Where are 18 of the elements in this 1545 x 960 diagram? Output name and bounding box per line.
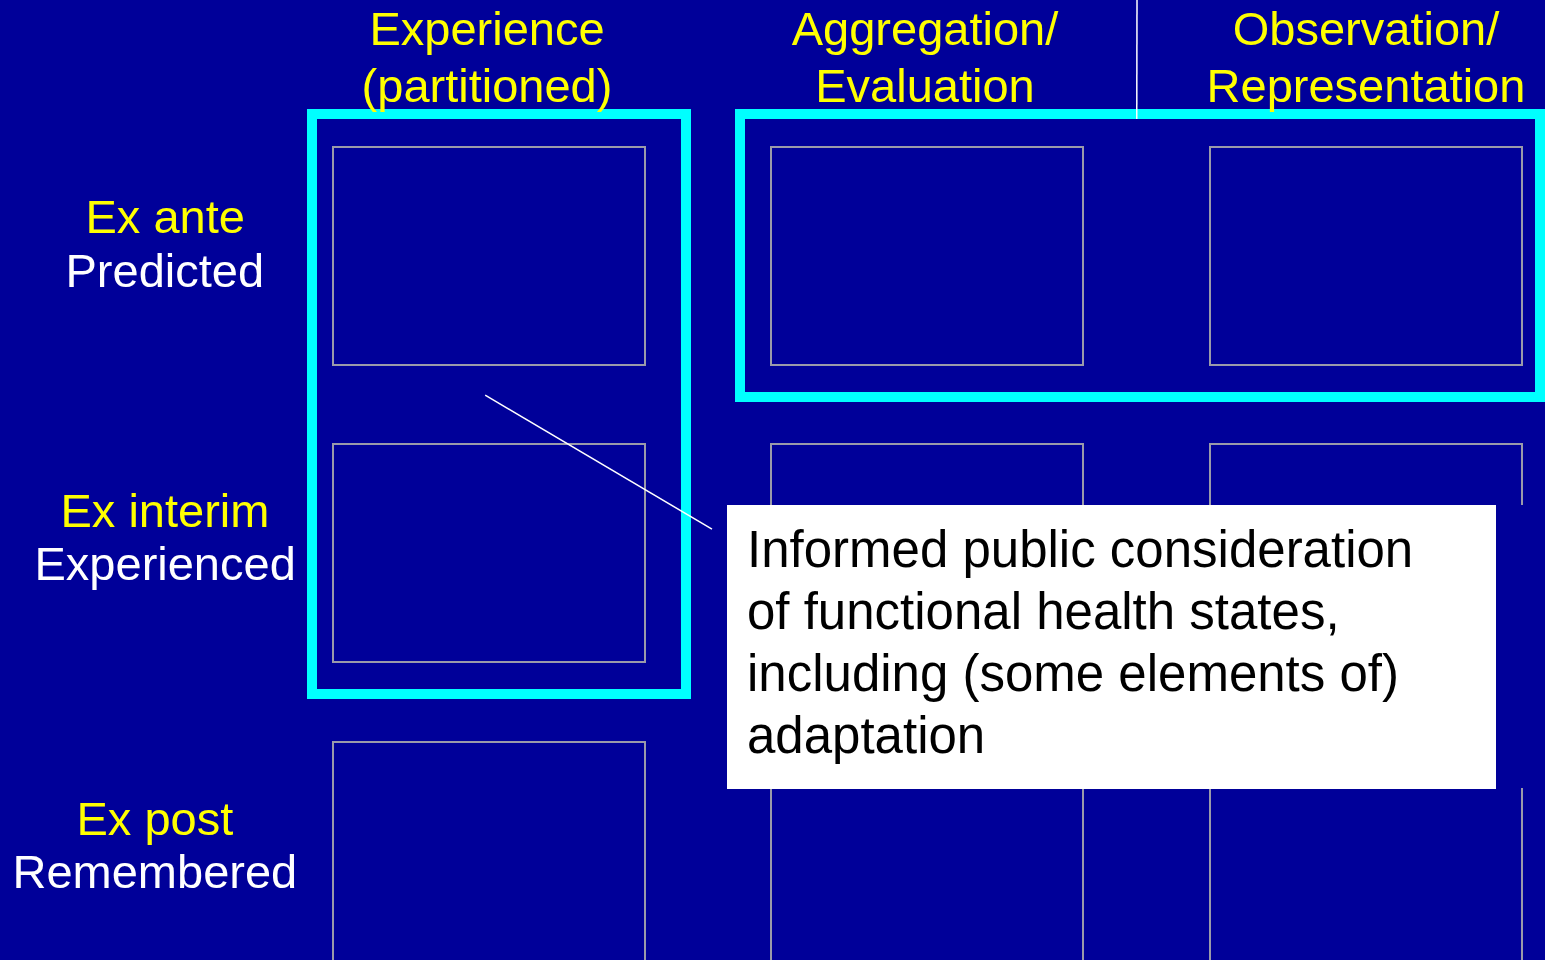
empty-frame — [1209, 146, 1523, 366]
row-subheader: Predicted — [65, 243, 265, 299]
empty-frame — [332, 146, 646, 366]
callout-tooltip — [727, 505, 1496, 789]
row-header: Ex ante — [85, 189, 245, 245]
leader-line — [1136, 0, 1138, 120]
callout-text: Informed public consideration of functional health states, including (some elements of) adaptation — [747, 520, 1415, 766]
row-subheader: Experienced — [34, 536, 296, 592]
empty-frame — [332, 741, 646, 960]
empty-frame — [770, 146, 1084, 366]
column-header: Aggregation/ Evaluation — [790, 1, 1060, 114]
leader-line — [484, 394, 713, 530]
row-header: Ex post — [76, 791, 234, 847]
column-header: Experience (partitioned) — [360, 1, 614, 114]
empty-frame — [332, 443, 646, 663]
row-header: Ex interim — [60, 483, 270, 539]
column-header: Observation/ Representation — [1205, 1, 1527, 114]
row-subheader: Remembered — [12, 845, 298, 900]
